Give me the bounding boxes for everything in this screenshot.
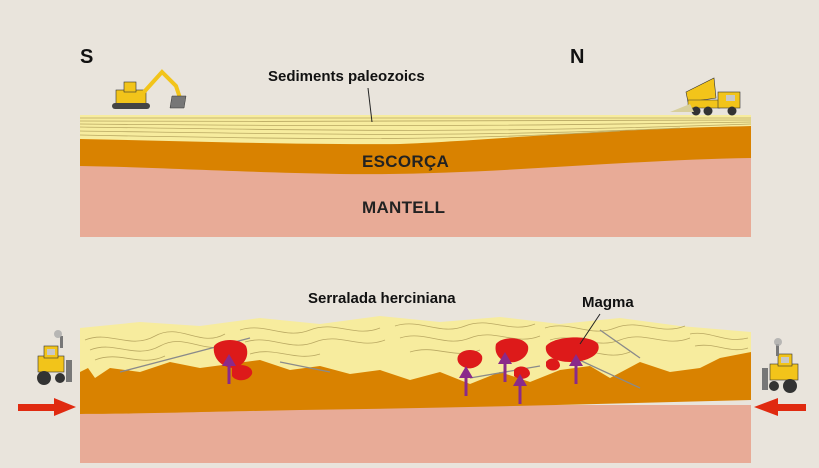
right-push-arrow-icon <box>754 398 806 416</box>
bulldozer-icon <box>37 330 72 385</box>
crust-label: ESCORÇA <box>362 152 449 172</box>
range-label: Serralada herciniana <box>308 290 456 307</box>
dump-truck-icon <box>670 78 740 116</box>
mantle-label: MANTELL <box>362 198 445 218</box>
north-label: N <box>570 46 584 69</box>
bottom-cross-section <box>18 314 806 463</box>
left-push-arrow-icon <box>18 398 76 416</box>
bulldozer-icon <box>762 338 798 393</box>
magma-label: Magma <box>582 294 634 311</box>
south-label: S <box>80 46 93 69</box>
sediments-label: Sediments paleozoics <box>268 68 425 85</box>
bottom-mantle <box>80 405 751 463</box>
excavator-icon <box>112 72 186 109</box>
